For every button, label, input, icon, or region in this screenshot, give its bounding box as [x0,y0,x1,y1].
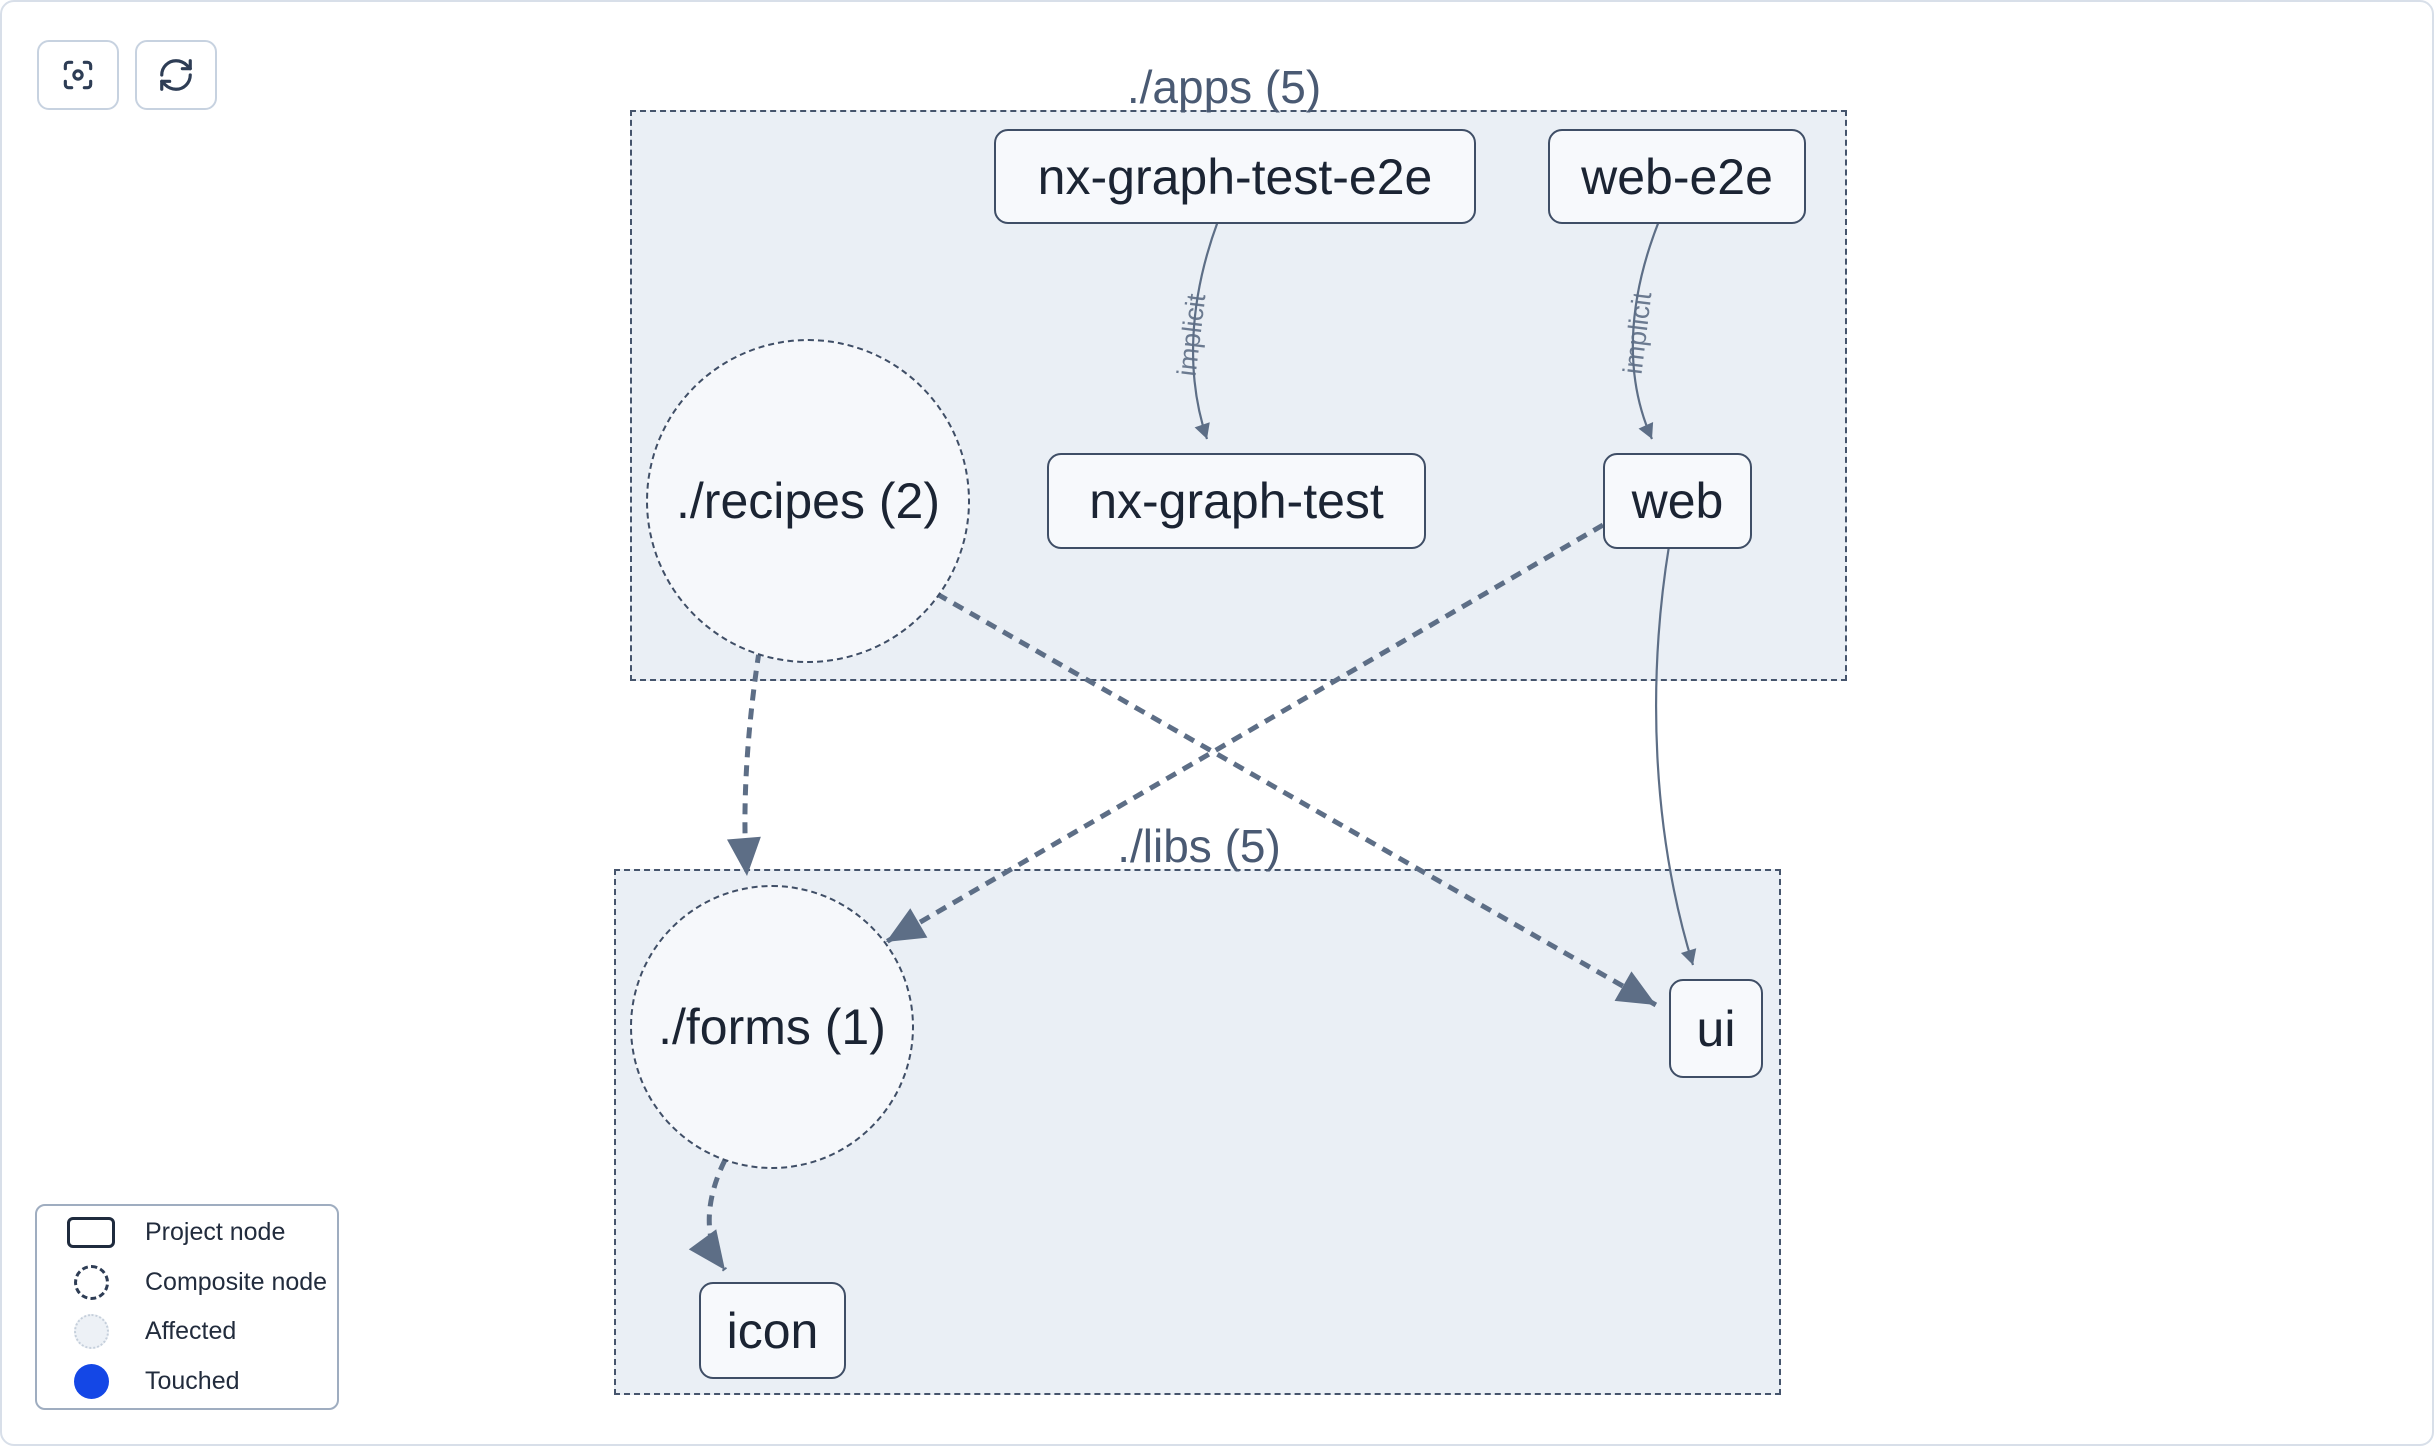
legend-row-project-node: Project node [37,1210,337,1256]
refresh-button[interactable] [135,40,217,110]
refresh-icon [160,59,192,91]
toolbar [37,40,217,110]
legend: Project node Composite node Affected Tou… [35,1204,339,1410]
node-nx-graph-test[interactable]: nx-graph-test [1047,453,1426,549]
node-ui[interactable]: ui [1669,979,1763,1078]
legend-row-touched: Touched [37,1358,337,1404]
composite-node-swatch [73,1264,109,1300]
focus-icon [63,60,93,90]
node-recipes-composite[interactable]: ./recipes (2) [646,339,970,663]
legend-row-composite-node: Composite node [37,1259,337,1305]
node-forms-composite[interactable]: ./forms (1) [630,885,914,1169]
affected-swatch [73,1314,109,1350]
legend-label-affected: Affected [145,1317,237,1346]
edge-recipes-to-forms [726,651,762,877]
touched-swatch [73,1363,109,1399]
node-web-e2e[interactable]: web-e2e [1548,129,1806,224]
node-web[interactable]: web [1603,453,1752,549]
group-apps-label: ./apps (5) [1126,61,1322,113]
legend-label-composite-node: Composite node [145,1267,328,1296]
legend-label-touched: Touched [145,1366,240,1395]
node-nx-graph-test-e2e[interactable]: nx-graph-test-e2e [994,129,1476,224]
group-libs-label: ./libs (5) [1117,820,1281,872]
legend-row-affected: Affected [37,1309,337,1355]
legend-label-project-node: Project node [145,1218,286,1247]
project-node-swatch [67,1217,115,1249]
focus-button[interactable] [37,40,119,110]
node-icon[interactable]: icon [699,1282,846,1379]
